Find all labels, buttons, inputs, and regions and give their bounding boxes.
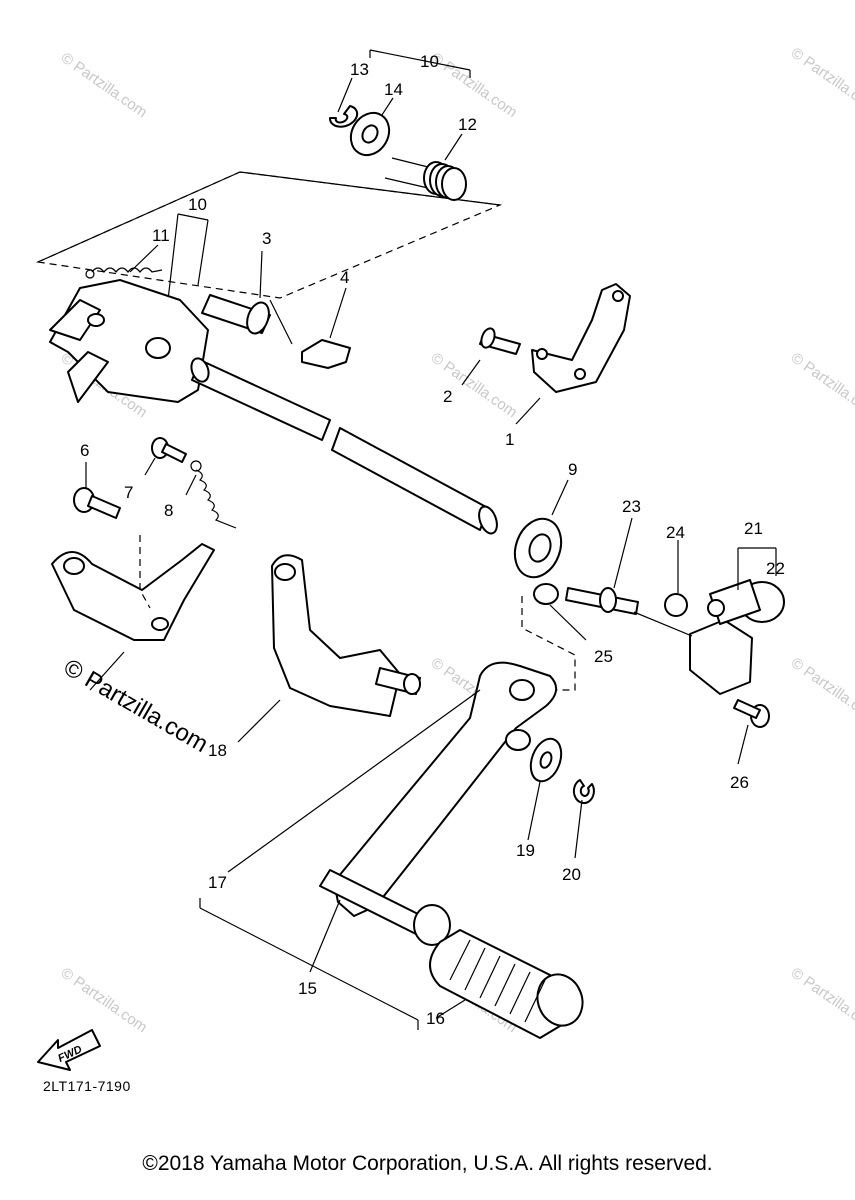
callout-24: 24 [666,523,685,542]
clip-part-13 [328,105,359,128]
bolt-part-23 [565,517,639,615]
parts-diagram: © Partzilla.com © Partzilla.com © Partzi… [35,44,855,1071]
bearing-part-9 [513,479,569,579]
callout-16: 16 [426,1009,445,1028]
shift-arm-lower [51,535,215,691]
spring-part-8 [185,460,237,529]
footpeg-rubber-part-16 [429,929,584,1039]
callout-6: 6 [80,441,89,460]
callout-19: 19 [516,841,535,860]
copyright-notice: ©2018 Yamaha Motor Corporation, U.S.A. A… [142,1152,713,1175]
callout-11: 11 [152,226,170,245]
callout-13: 13 [350,60,369,79]
watermark: © Partzilla.com [788,44,855,116]
washer-part-19 [527,737,563,841]
bolt-part-2 [461,327,521,386]
clip-part-20 [572,779,595,859]
fwd-arrow: FWD [37,1029,101,1071]
callout-3: 3 [262,229,271,248]
arm-part-18 [237,554,421,743]
callout-18: 18 [208,741,227,760]
shift-pedal-part-17 [227,661,557,917]
callout-17: 17 [208,873,227,892]
watermark: © Partzilla.com [788,349,855,421]
callout-7: 7 [124,483,133,502]
lever-part-4 [301,339,351,369]
stud-part-3 [201,250,293,345]
plate-part-1 [515,283,631,425]
callout-labels: 1 2 3 4 6 7 8 9 10 10 11 12 13 14 15 16 … [80,52,785,1028]
callout-10-top: 10 [420,52,439,71]
bracket-15-16 [199,898,419,1030]
callout-12: 12 [458,115,477,134]
callout-26: 26 [730,773,749,792]
watermark: © Partzilla.com [58,49,151,121]
callout-10-lower: 10 [188,195,207,214]
shift-shaft-assembly [49,279,498,535]
spring-part-11 [85,267,163,279]
joint-part-21 [633,547,785,695]
callout-8: 8 [164,501,173,520]
callout-9: 9 [568,460,577,479]
watermark: © Partzilla.com [428,349,521,421]
callout-14: 14 [384,80,403,99]
nut-part-24 [664,540,688,617]
bracket-10-top [337,49,471,161]
callout-21: 21 [744,519,763,538]
spring-part-12 [384,157,467,201]
callout-25: 25 [594,647,613,666]
bolt-part-6 [73,462,121,519]
bolt-part-26 [733,699,770,765]
callout-2: 2 [443,387,452,406]
watermark-main: © Partzilla.com [59,654,213,758]
watermark: © Partzilla.com [788,654,855,726]
callout-15: 15 [298,979,317,998]
bolt-part-7 [144,437,187,476]
callout-1: 1 [505,430,514,449]
pedal-shaft-part-15 [309,869,451,973]
group-box-23-25 [521,596,576,691]
nut-part-25 [533,583,587,641]
watermark: © Partzilla.com [58,964,151,1036]
watermark: © Partzilla.com [428,49,521,121]
washer-part-14 [349,111,391,157]
callout-23: 23 [622,497,641,516]
callout-22: 22 [766,559,785,578]
bracket-10-lower [129,213,209,301]
callout-4: 4 [340,268,349,287]
callout-20: 20 [562,865,581,884]
watermark: © Partzilla.com [788,964,855,1036]
drawing-code: 2LT171-7190 [43,1078,131,1094]
